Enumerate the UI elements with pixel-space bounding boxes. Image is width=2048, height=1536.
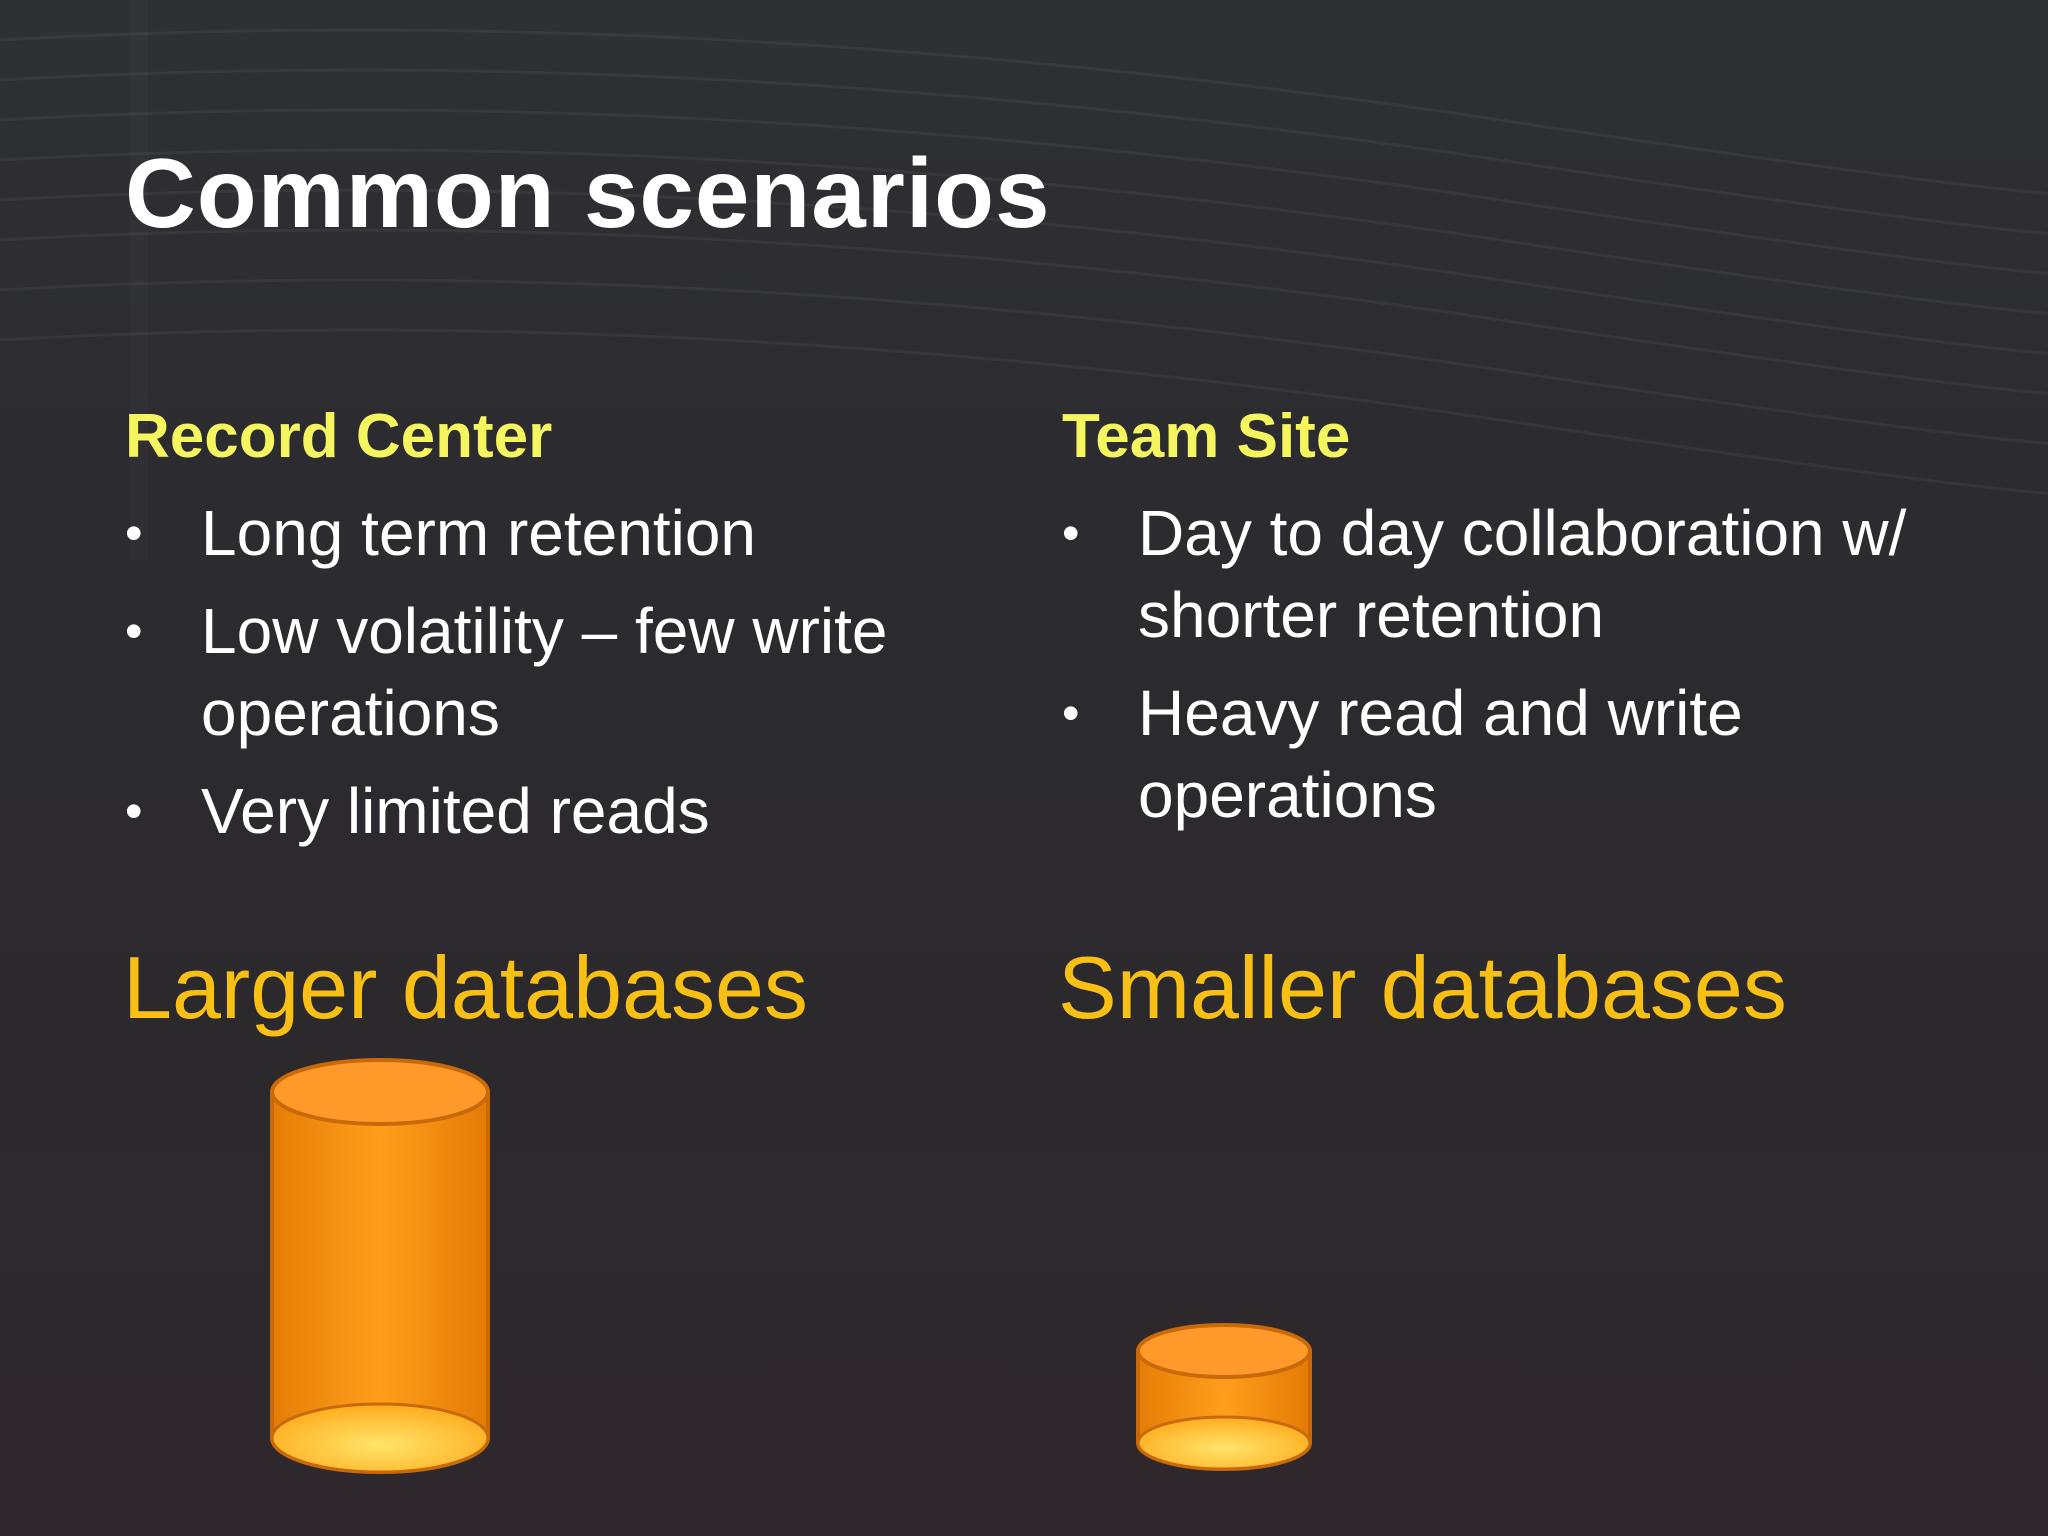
bullet-point: • [1062,505,1080,562]
larger-databases-label: Larger databases [123,938,808,1037]
slide-title: Common scenarios [125,138,1051,248]
bullet-point: • [125,783,143,840]
bullet-point: • [125,505,143,562]
bullet-point: • [1062,685,1080,742]
record-center-heading: Record Center [125,402,553,471]
bullet-text: Day to day collaboration w/ shorter rete… [1138,497,1907,652]
bullet-item: • Heavy read and write operations [1062,672,1968,836]
small-database-cylinder-icon [1136,1323,1312,1471]
record-center-bullet-list: • Long term retention • Low volatility –… [125,492,1025,852]
team-site-bullet-list: • Day to day collaboration w/ shorter re… [1062,492,1962,836]
bullet-text: Long term retention [201,497,756,570]
bullet-text: Very limited reads [201,775,710,848]
record-center-column: Record Center • Long term retention • Lo… [125,400,1025,868]
bullet-item: • Long term retention [125,492,981,574]
bullet-item: • Very limited reads [125,770,981,852]
background-swoosh-lines [0,28,2048,495]
bullet-text: Heavy read and write operations [1138,677,1743,832]
bullet-item: • Day to day collaboration w/ shorter re… [1062,492,1968,656]
smaller-databases-label: Smaller databases [1058,938,1787,1037]
bullet-text: Low volatility – few write operations [201,595,888,750]
team-site-column: Team Site • Day to day collaboration w/ … [1062,400,1962,852]
team-site-heading: Team Site [1062,402,1351,471]
bullet-item: • Low volatility – few write operations [125,590,981,754]
bullet-point: • [125,603,143,660]
large-database-cylinder-icon [270,1058,490,1474]
